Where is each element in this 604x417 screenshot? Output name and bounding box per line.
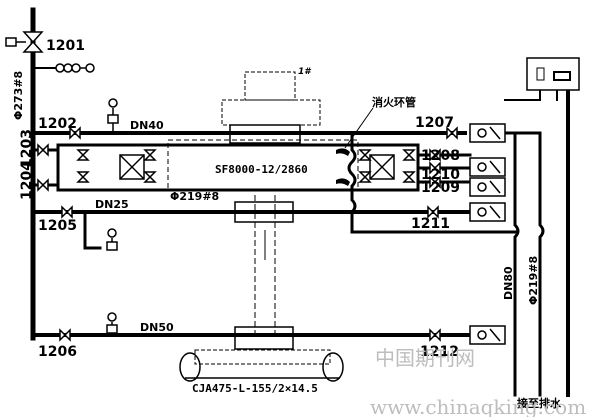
label-1212: 1212 <box>420 344 459 360</box>
gauge-dn50 <box>106 312 118 335</box>
label-1206: 1206 <box>38 344 77 360</box>
valve-cooler-r4[interactable] <box>402 171 416 183</box>
generator-equipment <box>167 71 359 382</box>
label-drain: 接至排水 <box>517 396 562 410</box>
label-phi219-vert: Φ219#8 <box>527 256 540 305</box>
label-1210: 1210 <box>421 167 460 183</box>
label-cooler: SF8000-12/2860 <box>215 163 308 176</box>
label-1209: 1209 <box>421 180 460 196</box>
valve-cooler-l2[interactable] <box>76 171 90 183</box>
flow-meter-1211[interactable] <box>469 202 506 222</box>
label-1202: 1202 <box>38 116 77 132</box>
valve-cooler-l3[interactable] <box>143 149 157 161</box>
watermark-url: www.chinaqking.com <box>370 395 586 417</box>
valve-1209[interactable] <box>429 175 441 189</box>
turbine-right <box>322 352 344 382</box>
ring-nozzles <box>336 148 350 186</box>
label-breaker: CJA475-L-155/2×14.5 <box>192 382 318 395</box>
label-phi273: Φ273#8 <box>12 71 25 120</box>
flow-meter-1212[interactable] <box>469 325 506 345</box>
valve-1211[interactable] <box>427 205 439 219</box>
ring-pipe <box>347 131 517 234</box>
drain-pipe-right <box>538 138 545 397</box>
label-dn80: DN80 <box>502 266 515 300</box>
drain-pipe-left <box>513 131 520 397</box>
bearing-block-mid <box>234 201 294 223</box>
bearing-block-low <box>234 326 294 350</box>
label-1203: 1203 <box>19 129 35 168</box>
label-1208: 1208 <box>421 148 460 164</box>
valve-1208[interactable] <box>429 148 441 162</box>
valve-cooler-l1[interactable] <box>76 149 90 161</box>
heat-exchanger-right <box>369 154 395 180</box>
drain-connect-top <box>503 131 542 142</box>
valve-1206[interactable] <box>59 328 71 342</box>
instrument-cabinet <box>526 57 580 91</box>
valve-1201[interactable] <box>5 31 44 53</box>
valve-1203[interactable] <box>37 143 49 157</box>
label-1204: 1204 <box>19 161 35 200</box>
label-1201: 1201 <box>46 38 85 54</box>
valve-1204[interactable] <box>37 178 49 192</box>
heat-exchangers <box>119 154 395 180</box>
heat-exchanger-left <box>119 154 145 180</box>
gauge-cluster-1201 <box>55 63 95 73</box>
valve-cooler-l4[interactable] <box>143 171 157 183</box>
label-dn50: DN50 <box>140 321 174 334</box>
valves <box>5 31 458 342</box>
top-housing <box>244 71 296 101</box>
watermark: 中国期刊网 www.chinaqking.com <box>370 346 586 417</box>
bearing-block-top <box>229 124 301 144</box>
label-1205: 1205 <box>38 218 77 234</box>
flow-meters <box>469 123 506 345</box>
label-dn40: DN40 <box>130 119 164 132</box>
valve-cooler-r2[interactable] <box>358 171 372 183</box>
valve-1210[interactable] <box>429 161 441 175</box>
upper-housing <box>221 99 321 126</box>
instrument-gauge-b <box>553 71 571 81</box>
labels: 1201 1202 1203 1204 1205 1206 1207 1208 … <box>12 38 562 410</box>
watermark-cn: 中国期刊网 <box>375 346 475 370</box>
label-1211: 1211 <box>411 216 450 232</box>
turbine-body <box>194 349 331 365</box>
valve-1207[interactable] <box>446 126 458 140</box>
valve-1202[interactable] <box>69 126 81 140</box>
label-phi219-horiz: Φ219#8 <box>170 190 219 203</box>
label-dn25: DN25 <box>95 198 129 211</box>
label-unit-mark: 1# <box>298 67 312 77</box>
valve-1212[interactable] <box>429 328 441 342</box>
turbine-left <box>179 352 201 382</box>
gauge-dn25 <box>106 228 118 251</box>
gauge-dn40 <box>107 98 119 133</box>
valve-cooler-r1[interactable] <box>358 149 372 161</box>
valve-cooler-r3[interactable] <box>402 149 416 161</box>
flow-meter-1209[interactable] <box>469 177 506 197</box>
ring-label-leader <box>344 107 374 149</box>
flow-meter-1208[interactable] <box>469 157 506 177</box>
label-ring: 消火环管 <box>372 95 416 109</box>
dn25-drop-pipe <box>83 210 102 250</box>
label-1207: 1207 <box>415 115 454 131</box>
valve-1205[interactable] <box>61 205 73 219</box>
instrument-gauge-a <box>536 67 545 81</box>
flow-meter-1207[interactable] <box>469 123 506 143</box>
